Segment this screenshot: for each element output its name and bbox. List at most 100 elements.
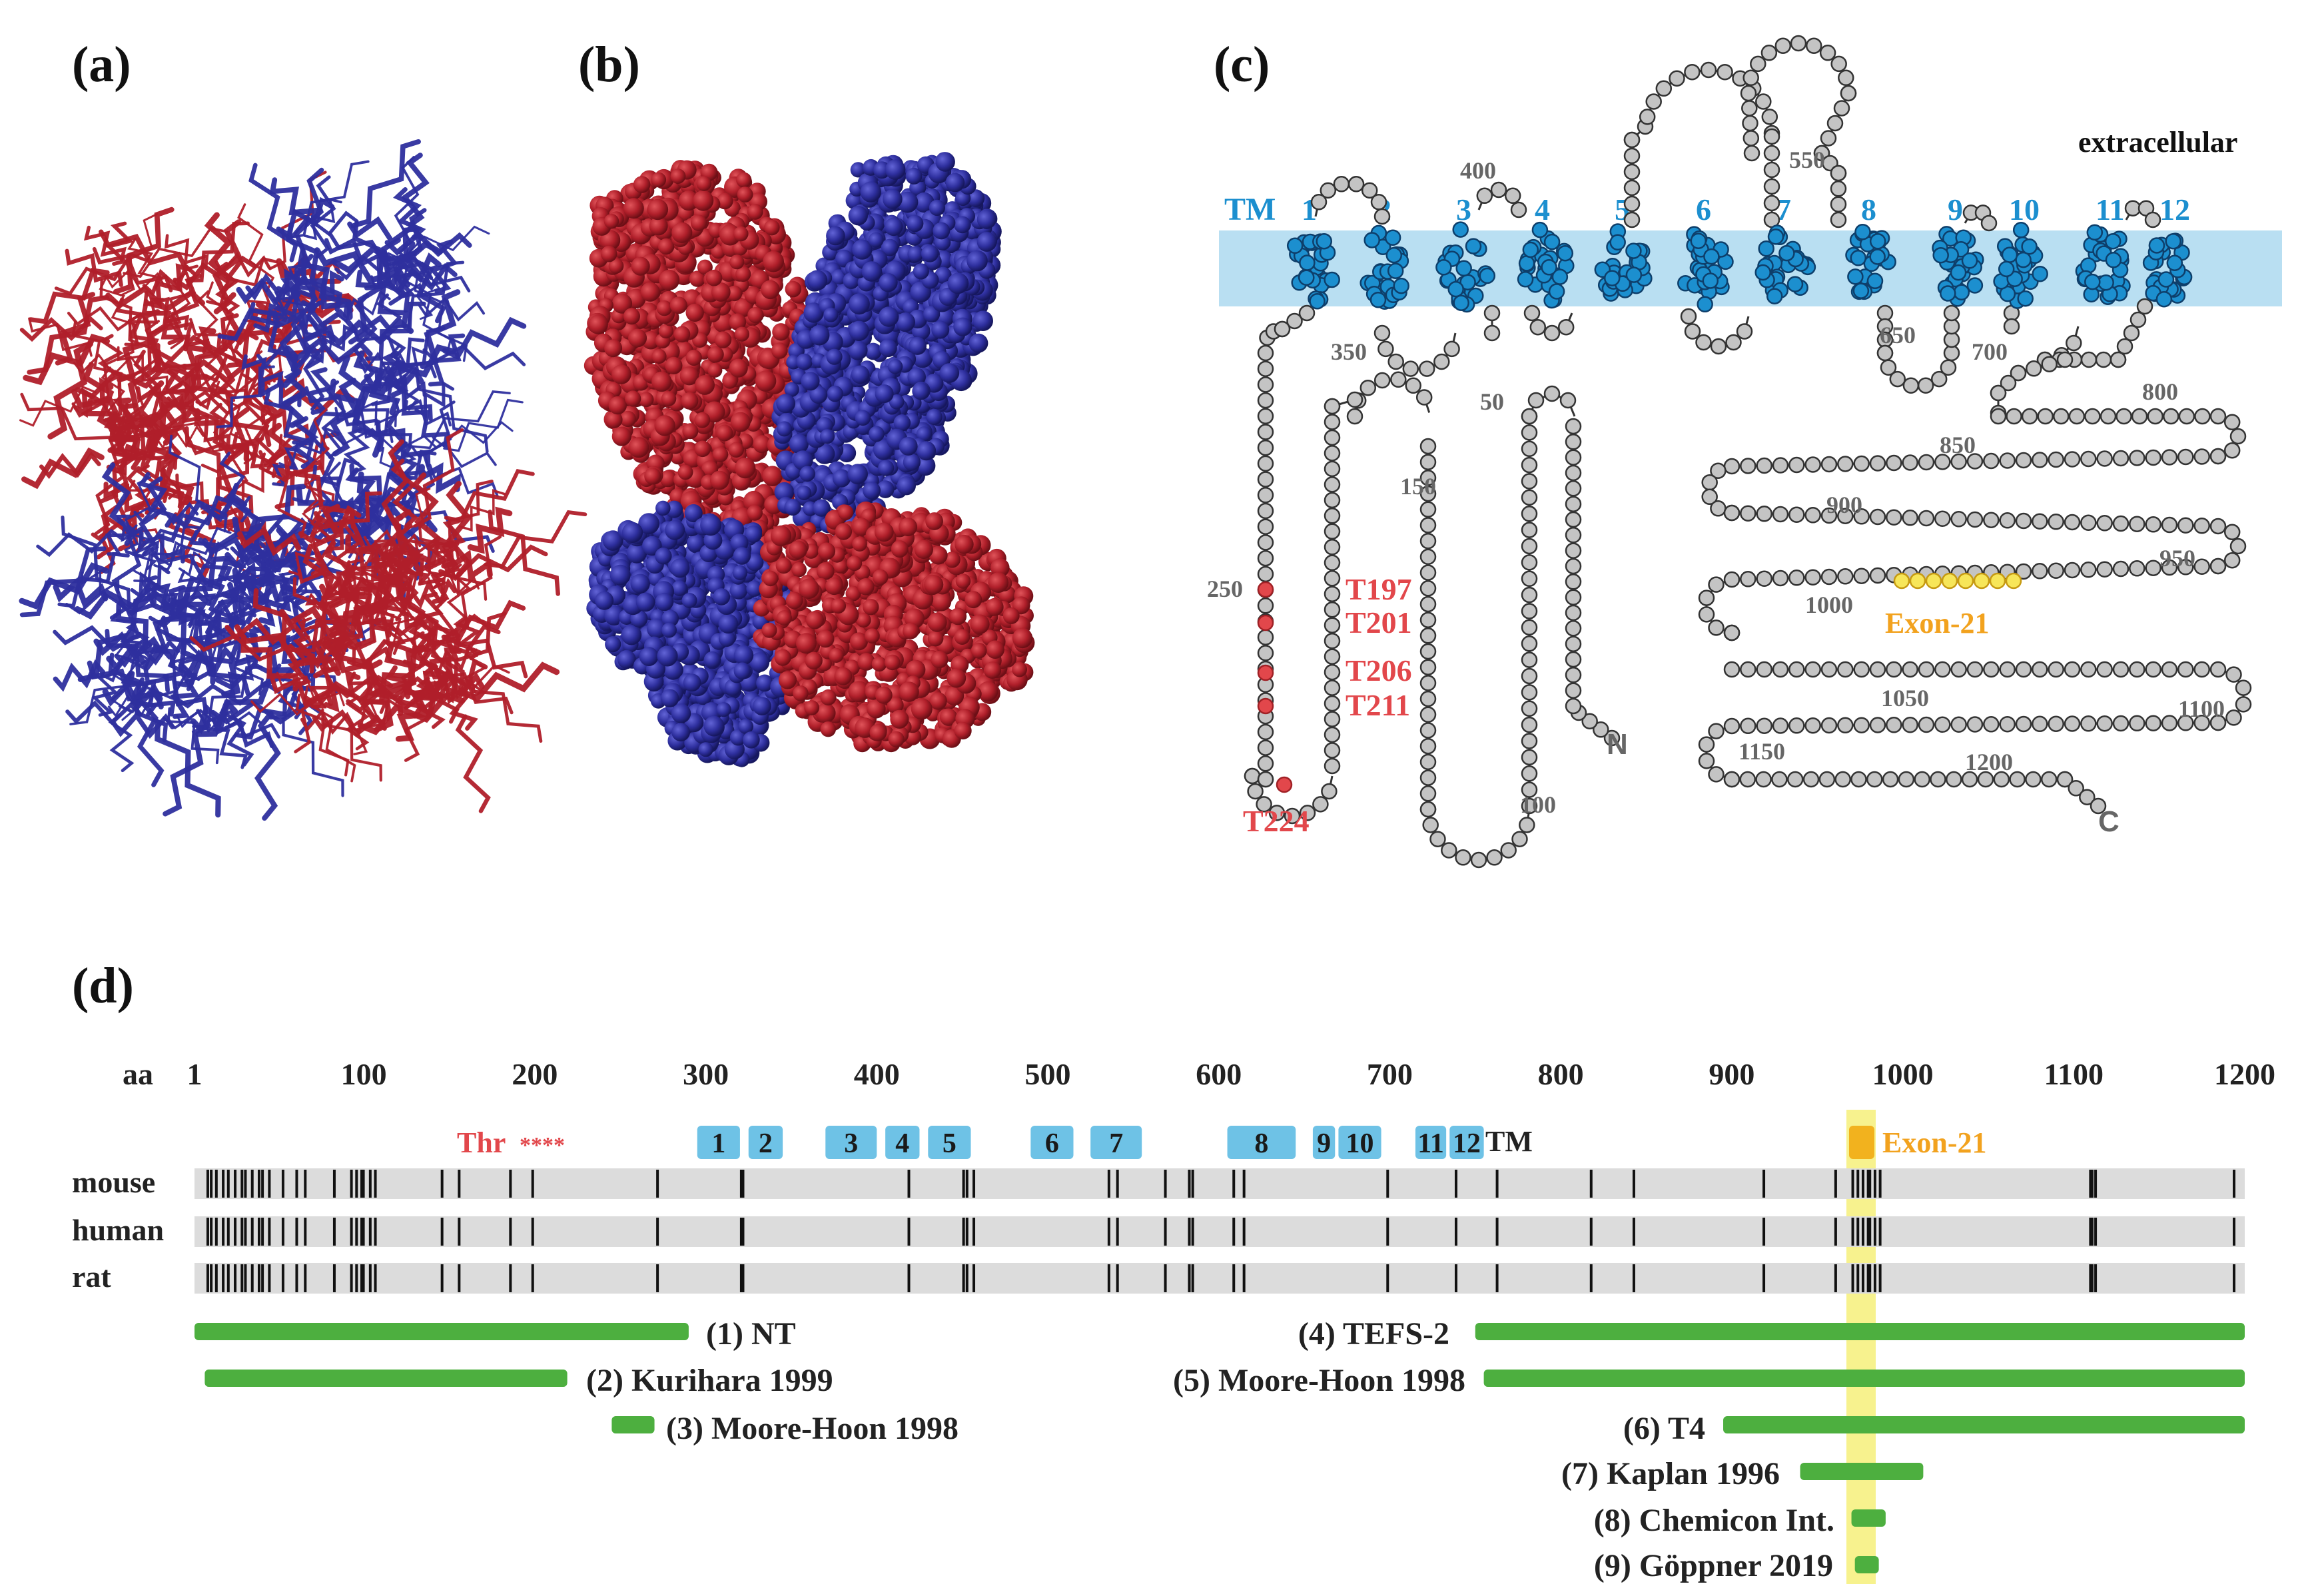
residue-bead [2080, 562, 2097, 578]
atom-sphere [698, 742, 713, 757]
residue-bead [1419, 611, 1437, 628]
residue-bead [2015, 512, 2032, 530]
residue-bead [2041, 356, 2058, 372]
atom-sphere [628, 328, 647, 348]
residue-bead [2235, 696, 2252, 713]
residue-bead [1723, 771, 1740, 788]
tm-bead [1393, 277, 1409, 294]
atom-sphere [848, 340, 868, 360]
residue-bead [1708, 766, 1725, 783]
atom-sphere [775, 558, 792, 574]
atom-sphere [863, 482, 881, 500]
atom-sphere [793, 685, 809, 701]
atom-sphere [716, 702, 731, 717]
conserved-residue-stripe [261, 1218, 264, 1246]
atom-sphere [865, 628, 880, 643]
residue-bead [1565, 604, 1582, 621]
residue-bead [1324, 414, 1341, 430]
atom-sphere [733, 645, 754, 665]
aa-tick-100: 100 [341, 1057, 387, 1091]
residue-bead [2209, 448, 2227, 465]
residue-bead [1433, 353, 1450, 370]
atom-sphere [872, 569, 889, 586]
exon21-bead [1925, 572, 1942, 590]
atom-sphere [764, 219, 780, 236]
residue-bead [1700, 61, 1717, 79]
residue-bead [1886, 661, 1902, 678]
ribbon-helix [113, 206, 175, 294]
tm-bead [2084, 273, 2101, 290]
residue-bead [1390, 371, 1407, 388]
residue-bead [1419, 627, 1437, 644]
residue-bead [1850, 771, 1867, 788]
tm-bead [1286, 237, 1304, 254]
conserved-residue-stripe [355, 1170, 358, 1198]
ribbon-helix [204, 212, 236, 294]
atom-sphere [776, 610, 792, 626]
residue-bead [2006, 408, 2022, 425]
ribbon-helix [352, 504, 404, 538]
residue-bead [1723, 717, 1740, 735]
residue-label-950: 950 [2159, 545, 2195, 572]
residue-label-400: 400 [1460, 157, 1496, 184]
thr-label-T224: T224 [1243, 804, 1310, 838]
tm-number-6: 6 [1696, 193, 1711, 226]
residue-bead [2235, 679, 2252, 696]
atom-sphere [851, 365, 870, 384]
residue-bead [1257, 471, 1274, 488]
ribbon-helix [365, 301, 426, 361]
atom-sphere [716, 424, 733, 442]
residue-bead [2131, 408, 2148, 425]
residue-bead [1739, 771, 1756, 788]
ribbon-helix [302, 408, 329, 513]
residue-bead [1918, 454, 1935, 471]
residue-bead [1623, 147, 1641, 165]
atom-sphere [985, 598, 1004, 616]
residue-bead [1565, 558, 1582, 575]
atom-sphere [970, 642, 987, 659]
atom-sphere [890, 709, 909, 729]
residue-bead [1565, 651, 1582, 668]
residue-bead [1790, 35, 1807, 52]
atom-sphere [671, 723, 690, 742]
ribbon-helix [163, 723, 211, 817]
residue-bead [1869, 567, 1886, 584]
tm-box-label-12: 12 [1453, 1128, 1481, 1159]
conserved-residue-stripe [304, 1170, 307, 1198]
ribbon-helix [414, 537, 460, 564]
atom-sphere [659, 269, 680, 290]
tm-number-11: 11 [2096, 193, 2124, 226]
residue-bead [1742, 115, 1758, 132]
residue-bead [1419, 659, 1437, 675]
ribbon-helix [467, 506, 513, 554]
atom-sphere [834, 667, 853, 685]
residue-bead [1429, 831, 1446, 847]
residue-bead [2177, 448, 2194, 466]
tm-bead [1786, 276, 1804, 292]
residue-bead [1999, 715, 2016, 733]
conserved-residue-stripe [1834, 1170, 1837, 1198]
atom-sphere [728, 442, 745, 458]
residue-bead [1756, 661, 1772, 678]
residue-bead [1419, 454, 1437, 470]
residue-bead [2223, 414, 2241, 431]
tm-bead [1455, 260, 1472, 277]
conserved-residue-stripe [1589, 1218, 1593, 1246]
ribbon-helix [374, 644, 426, 733]
residue-bead [1565, 464, 1582, 482]
ribbon-helix [232, 466, 274, 506]
residue-bead [1950, 716, 1967, 733]
atom-sphere [927, 630, 944, 647]
residue-bead [1422, 817, 1439, 833]
conserved-residue-stripe [972, 1170, 976, 1198]
residue-bead [1772, 570, 1789, 587]
ribbon-helix [414, 274, 468, 362]
ribbon-helix [143, 290, 190, 330]
ribbon-helix [65, 248, 123, 287]
residue-bead [2080, 661, 2097, 678]
conserved-residue-stripe [1873, 1170, 1876, 1198]
residue-bead [2229, 428, 2247, 445]
atom-sphere [939, 363, 960, 383]
residue-bead [1837, 661, 1854, 678]
